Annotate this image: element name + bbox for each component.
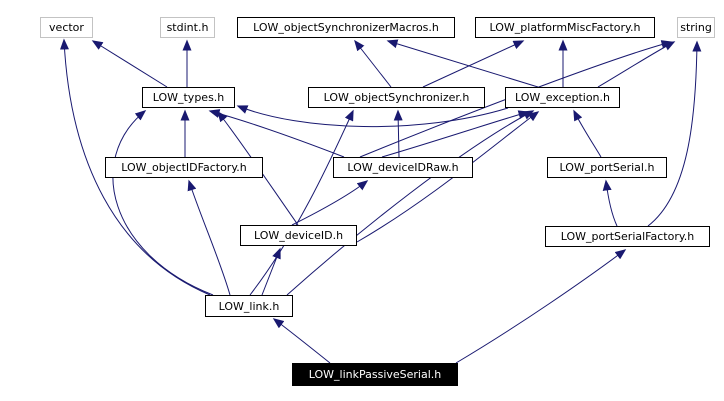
edge-objectSynchronizer-to-platformMiscFactory [422,40,525,88]
node-label-linkPassiveSerial: LOW_linkPassiveSerial.h [308,368,442,381]
node-label-string: string [680,21,712,34]
edge-link-to-types [112,110,214,296]
edge-link-to-deviceID [261,247,281,296]
edge-exception-to-string [597,41,676,88]
node-objectSynchronizerMacros[interactable]: LOW_objectSynchronizerMacros.h [237,17,455,38]
node-label-objectSynchronizerMacros: LOW_objectSynchronizerMacros.h [253,21,439,34]
edge-portSerialFactory-to-string [647,40,702,227]
edge-link-to-objectSynchronizer [249,109,354,296]
edge-link-to-exception [286,110,535,296]
edge-exception-to-objectSynchronizerMacros [386,39,539,88]
node-exception[interactable]: LOW_exception.h [505,87,620,108]
node-portSerial[interactable]: LOW_portSerial.h [547,157,667,178]
node-label-deviceIDRaw: LOW_deviceIDRaw.h [347,161,459,174]
edge-objectSynchronizer-to-objectSynchronizerMacros [354,39,392,88]
node-label-portSerial: LOW_portSerial.h [559,161,655,174]
edge-deviceIDRaw-to-exception [381,110,530,158]
node-stdint: stdint.h [160,17,215,38]
edge-linkPassiveSerial-to-portSerialFactory [455,249,627,364]
node-platformMiscFactory[interactable]: LOW_platformMiscFactory.h [475,17,655,38]
edge-linkPassiveSerial-to-link [272,318,331,364]
node-portSerialFactory[interactable]: LOW_portSerialFactory.h [545,226,710,247]
node-linkPassiveSerial: LOW_linkPassiveSerial.h [292,363,458,386]
node-label-objectSynchronizer: LOW_objectSynchronizer.h [323,91,470,104]
node-label-objectIDFactory: LOW_objectIDFactory.h [121,161,247,174]
edge-deviceID-to-deviceIDRaw [291,180,369,226]
edge-exception-to-types [236,105,509,128]
edge-types-to-vector [91,40,168,88]
node-label-portSerialFactory: LOW_portSerialFactory.h [560,230,695,243]
node-deviceID[interactable]: LOW_deviceID.h [240,225,357,246]
node-objectSynchronizer[interactable]: LOW_objectSynchronizer.h [308,87,485,108]
node-vector: vector [40,17,93,38]
node-label-types: LOW_types.h [152,91,225,104]
edge-deviceIDRaw-to-string [359,40,673,158]
edge-portSerial-to-exception [573,109,602,158]
node-label-exception: LOW_exception.h [515,91,610,104]
node-string: string [677,17,715,38]
node-label-platformMiscFactory: LOW_platformMiscFactory.h [489,21,641,34]
node-types[interactable]: LOW_types.h [142,87,235,108]
node-label-vector: vector [49,21,84,34]
edge-deviceIDRaw-to-objectSynchronizer [393,109,403,158]
node-link[interactable]: LOW_link.h [205,295,293,317]
node-deviceIDRaw[interactable]: LOW_deviceIDRaw.h [333,157,473,178]
edge-portSerialFactory-to-portSerial [602,179,618,227]
edge-link-to-objectIDFactory [187,179,231,296]
node-label-deviceID: LOW_deviceID.h [253,229,344,242]
node-label-stdint: stdint.h [166,21,209,34]
node-objectIDFactory[interactable]: LOW_objectIDFactory.h [105,157,263,178]
node-label-link: LOW_link.h [218,299,280,313]
